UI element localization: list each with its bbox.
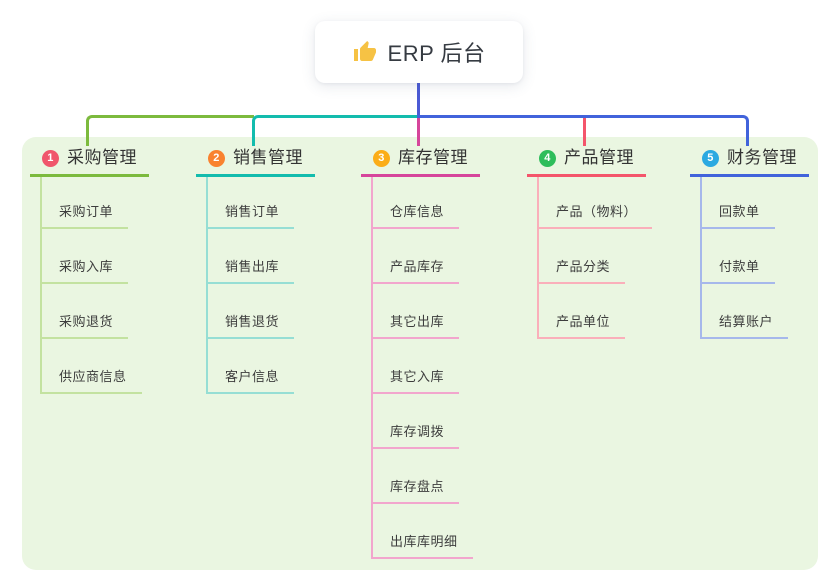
branch-children-4: 产品（物料）产品分类产品单位 xyxy=(537,177,653,339)
connector-root-line xyxy=(417,82,420,115)
branch-badge-5: 5 xyxy=(702,149,719,167)
branch-children-3: 仓库信息产品库存其它出库其它入库库存调拨库存盘点出库库明细 xyxy=(371,177,473,559)
child-node[interactable]: 库存盘点 xyxy=(373,449,460,504)
branch-badge-1: 1 xyxy=(42,149,59,167)
branch-2: 2 销售管理销售订单销售出库销售退货客户信息 xyxy=(196,146,315,394)
thumbs-up-icon xyxy=(353,40,377,64)
child-node[interactable]: 销售订单 xyxy=(208,177,295,229)
connector-branch-1-elbow xyxy=(86,115,254,146)
branch-title: 财务管理 xyxy=(727,148,797,167)
child-node[interactable]: 销售退货 xyxy=(208,284,295,339)
branch-title: 采购管理 xyxy=(67,148,137,167)
child-node[interactable]: 其它出库 xyxy=(373,284,460,339)
child-node[interactable]: 采购退货 xyxy=(42,284,129,339)
branch-node-2[interactable]: 2 销售管理 xyxy=(196,146,315,177)
branch-children-5: 回款单付款单结算账户 xyxy=(700,177,789,339)
branch-children-1: 采购订单采购入库采购退货供应商信息 xyxy=(40,177,142,394)
connector-branch-2-elbow xyxy=(252,115,420,146)
child-node[interactable]: 产品（物料） xyxy=(539,177,653,229)
child-node[interactable]: 采购入库 xyxy=(42,229,129,284)
branch-node-1[interactable]: 1 采购管理 xyxy=(30,146,149,177)
branch-node-3[interactable]: 3 库存管理 xyxy=(361,146,480,177)
branch-node-4[interactable]: 4 产品管理 xyxy=(527,146,646,177)
root-node-label: ERP 后台 xyxy=(387,41,486,66)
branch-children-2: 销售订单销售出库销售退货客户信息 xyxy=(206,177,295,394)
child-node[interactable]: 结算账户 xyxy=(702,284,789,339)
branch-badge-2: 2 xyxy=(208,149,225,167)
canvas-panel xyxy=(22,137,818,570)
child-node[interactable]: 销售出库 xyxy=(208,229,295,284)
child-node[interactable]: 其它入库 xyxy=(373,339,460,394)
branch-title: 库存管理 xyxy=(398,148,468,167)
connector-branch-4-drop xyxy=(583,118,586,146)
branch-node-5[interactable]: 5 财务管理 xyxy=(690,146,809,177)
child-node[interactable]: 客户信息 xyxy=(208,339,295,394)
branch-5: 5 财务管理回款单付款单结算账户 xyxy=(690,146,809,339)
child-node[interactable]: 产品分类 xyxy=(539,229,626,284)
child-node[interactable]: 出库库明细 xyxy=(373,504,473,559)
connector-branch-3-drop xyxy=(417,118,420,146)
connector-branch-5-elbow xyxy=(417,115,749,146)
branch-1: 1 采购管理采购订单采购入库采购退货供应商信息 xyxy=(30,146,149,394)
child-node[interactable]: 产品库存 xyxy=(373,229,460,284)
child-node[interactable]: 付款单 xyxy=(702,229,775,284)
child-node[interactable]: 回款单 xyxy=(702,177,775,229)
branch-title: 产品管理 xyxy=(564,148,634,167)
branch-4: 4 产品管理产品（物料）产品分类产品单位 xyxy=(527,146,653,339)
branch-badge-4: 4 xyxy=(539,149,556,167)
root-node-erp[interactable]: ERP 后台 xyxy=(315,21,523,83)
child-node[interactable]: 供应商信息 xyxy=(42,339,142,394)
branch-badge-3: 3 xyxy=(373,149,390,167)
branch-3: 3 库存管理仓库信息产品库存其它出库其它入库库存调拨库存盘点出库库明细 xyxy=(361,146,480,559)
child-node[interactable]: 产品单位 xyxy=(539,284,626,339)
branch-title: 销售管理 xyxy=(233,148,303,167)
child-node[interactable]: 仓库信息 xyxy=(373,177,460,229)
child-node[interactable]: 库存调拨 xyxy=(373,394,460,449)
child-node[interactable]: 采购订单 xyxy=(42,177,129,229)
